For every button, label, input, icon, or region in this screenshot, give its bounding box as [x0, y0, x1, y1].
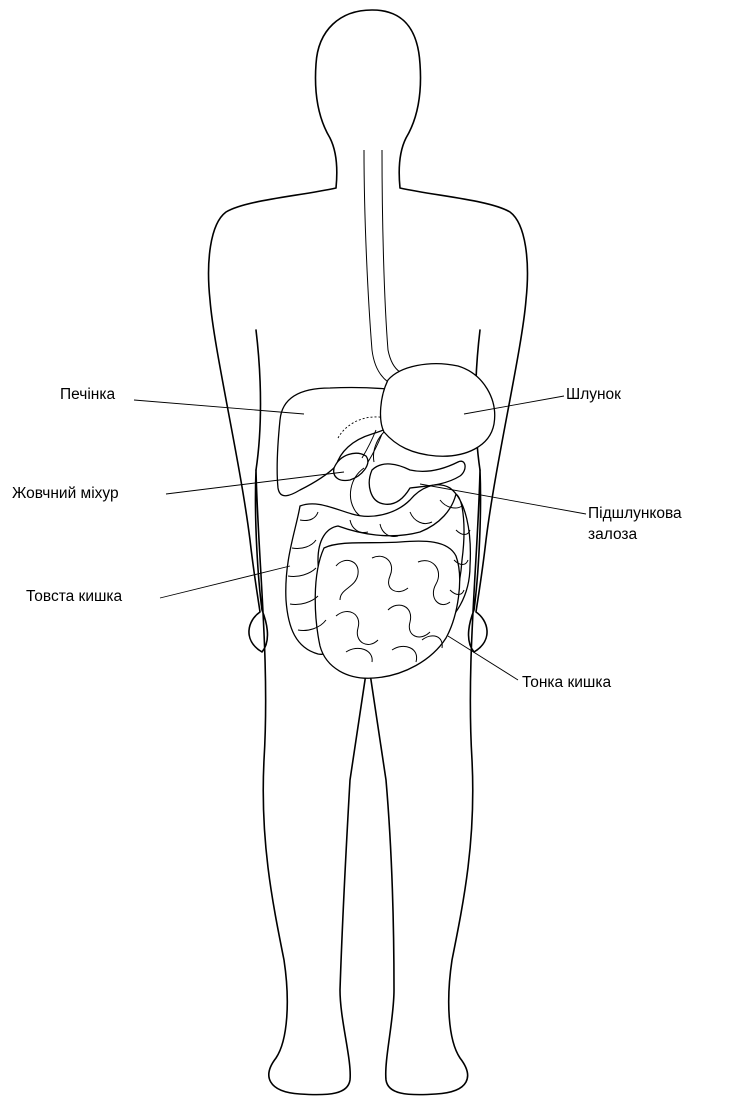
label-pancreas-line2: залоза: [588, 525, 637, 544]
label-small-intestine: Тонка кишка: [522, 673, 611, 692]
esophagus-wall: [382, 150, 400, 372]
leader-small-intestine: [448, 636, 518, 680]
leader-liver: [134, 400, 304, 414]
small-intestine: [315, 541, 459, 678]
stomach: [381, 364, 495, 457]
label-pancreas-line1: Підшлункова: [588, 504, 682, 523]
leader-large-intestine: [160, 566, 290, 598]
label-liver: Печінка: [60, 385, 115, 404]
left-arm-inner-line: [256, 330, 261, 470]
esophagus: [364, 150, 388, 382]
label-gallbladder: Жовчний міхур: [12, 484, 119, 503]
label-large-intestine: Товста кишка: [26, 587, 122, 606]
label-stomach: Шлунок: [566, 385, 621, 404]
stomach-pylorus: [373, 432, 384, 462]
